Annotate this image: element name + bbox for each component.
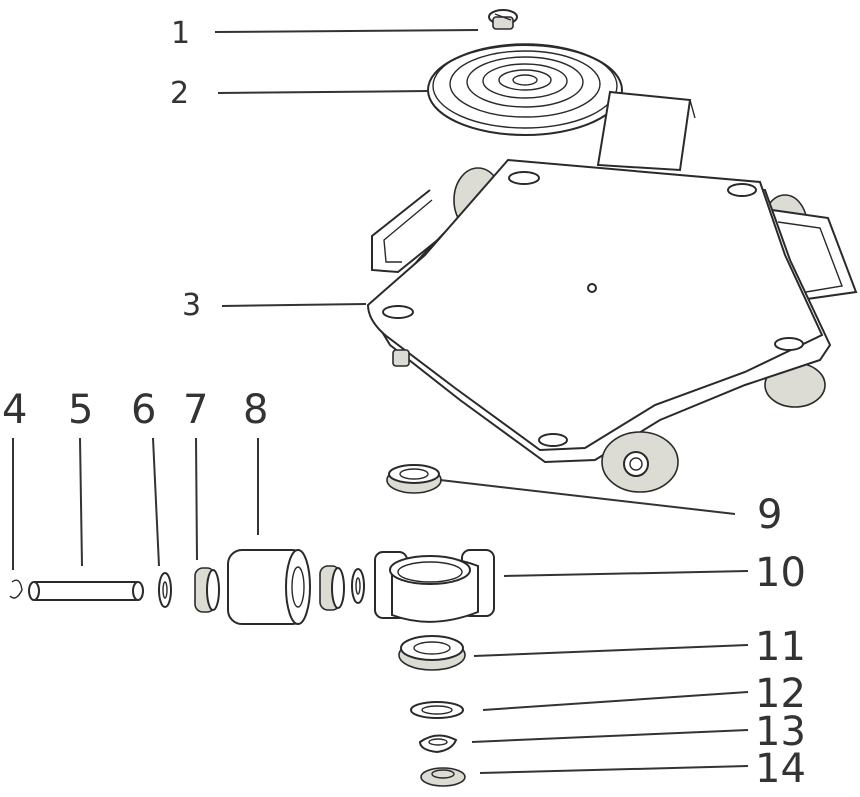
- part-7-bearing: [194, 567, 220, 613]
- part-13-circlip: [418, 734, 458, 754]
- label-12: 12: [755, 671, 806, 717]
- label-14: 14: [755, 746, 806, 792]
- part-1-screw: [488, 9, 518, 30]
- label-5: 5: [68, 387, 93, 433]
- label-3: 3: [182, 288, 201, 323]
- part-10-yoke: [374, 549, 495, 623]
- part-8-roller: [227, 549, 311, 625]
- part-5-pin: [28, 581, 144, 601]
- label-11: 11: [755, 624, 806, 670]
- leader-lines: [12, 29, 749, 774]
- label-4: 4: [2, 387, 27, 433]
- label-6: 6: [131, 387, 156, 433]
- label-2: 2: [170, 76, 189, 111]
- label-7: 7: [183, 387, 208, 433]
- part-3-caster-base: [366, 90, 858, 493]
- label-9: 9: [757, 492, 782, 538]
- label-10: 10: [755, 550, 806, 596]
- label-13: 13: [755, 709, 806, 755]
- part-9-bearing: [386, 464, 442, 494]
- part-12-washer: [410, 701, 464, 719]
- part-labels: 1 2 3 4 5 6 7 8 9 10 11 12 13 14: [2, 16, 806, 792]
- part-11-bearing: [398, 635, 466, 671]
- part-bearing-right: [319, 565, 345, 611]
- part-washer-right: [351, 568, 365, 604]
- label-1: 1: [171, 16, 190, 51]
- label-8: 8: [243, 387, 268, 433]
- part-6-washer: [158, 572, 172, 608]
- part-2-disc: [427, 43, 623, 136]
- part-4-clip: [9, 579, 23, 599]
- part-14-nut: [420, 767, 466, 787]
